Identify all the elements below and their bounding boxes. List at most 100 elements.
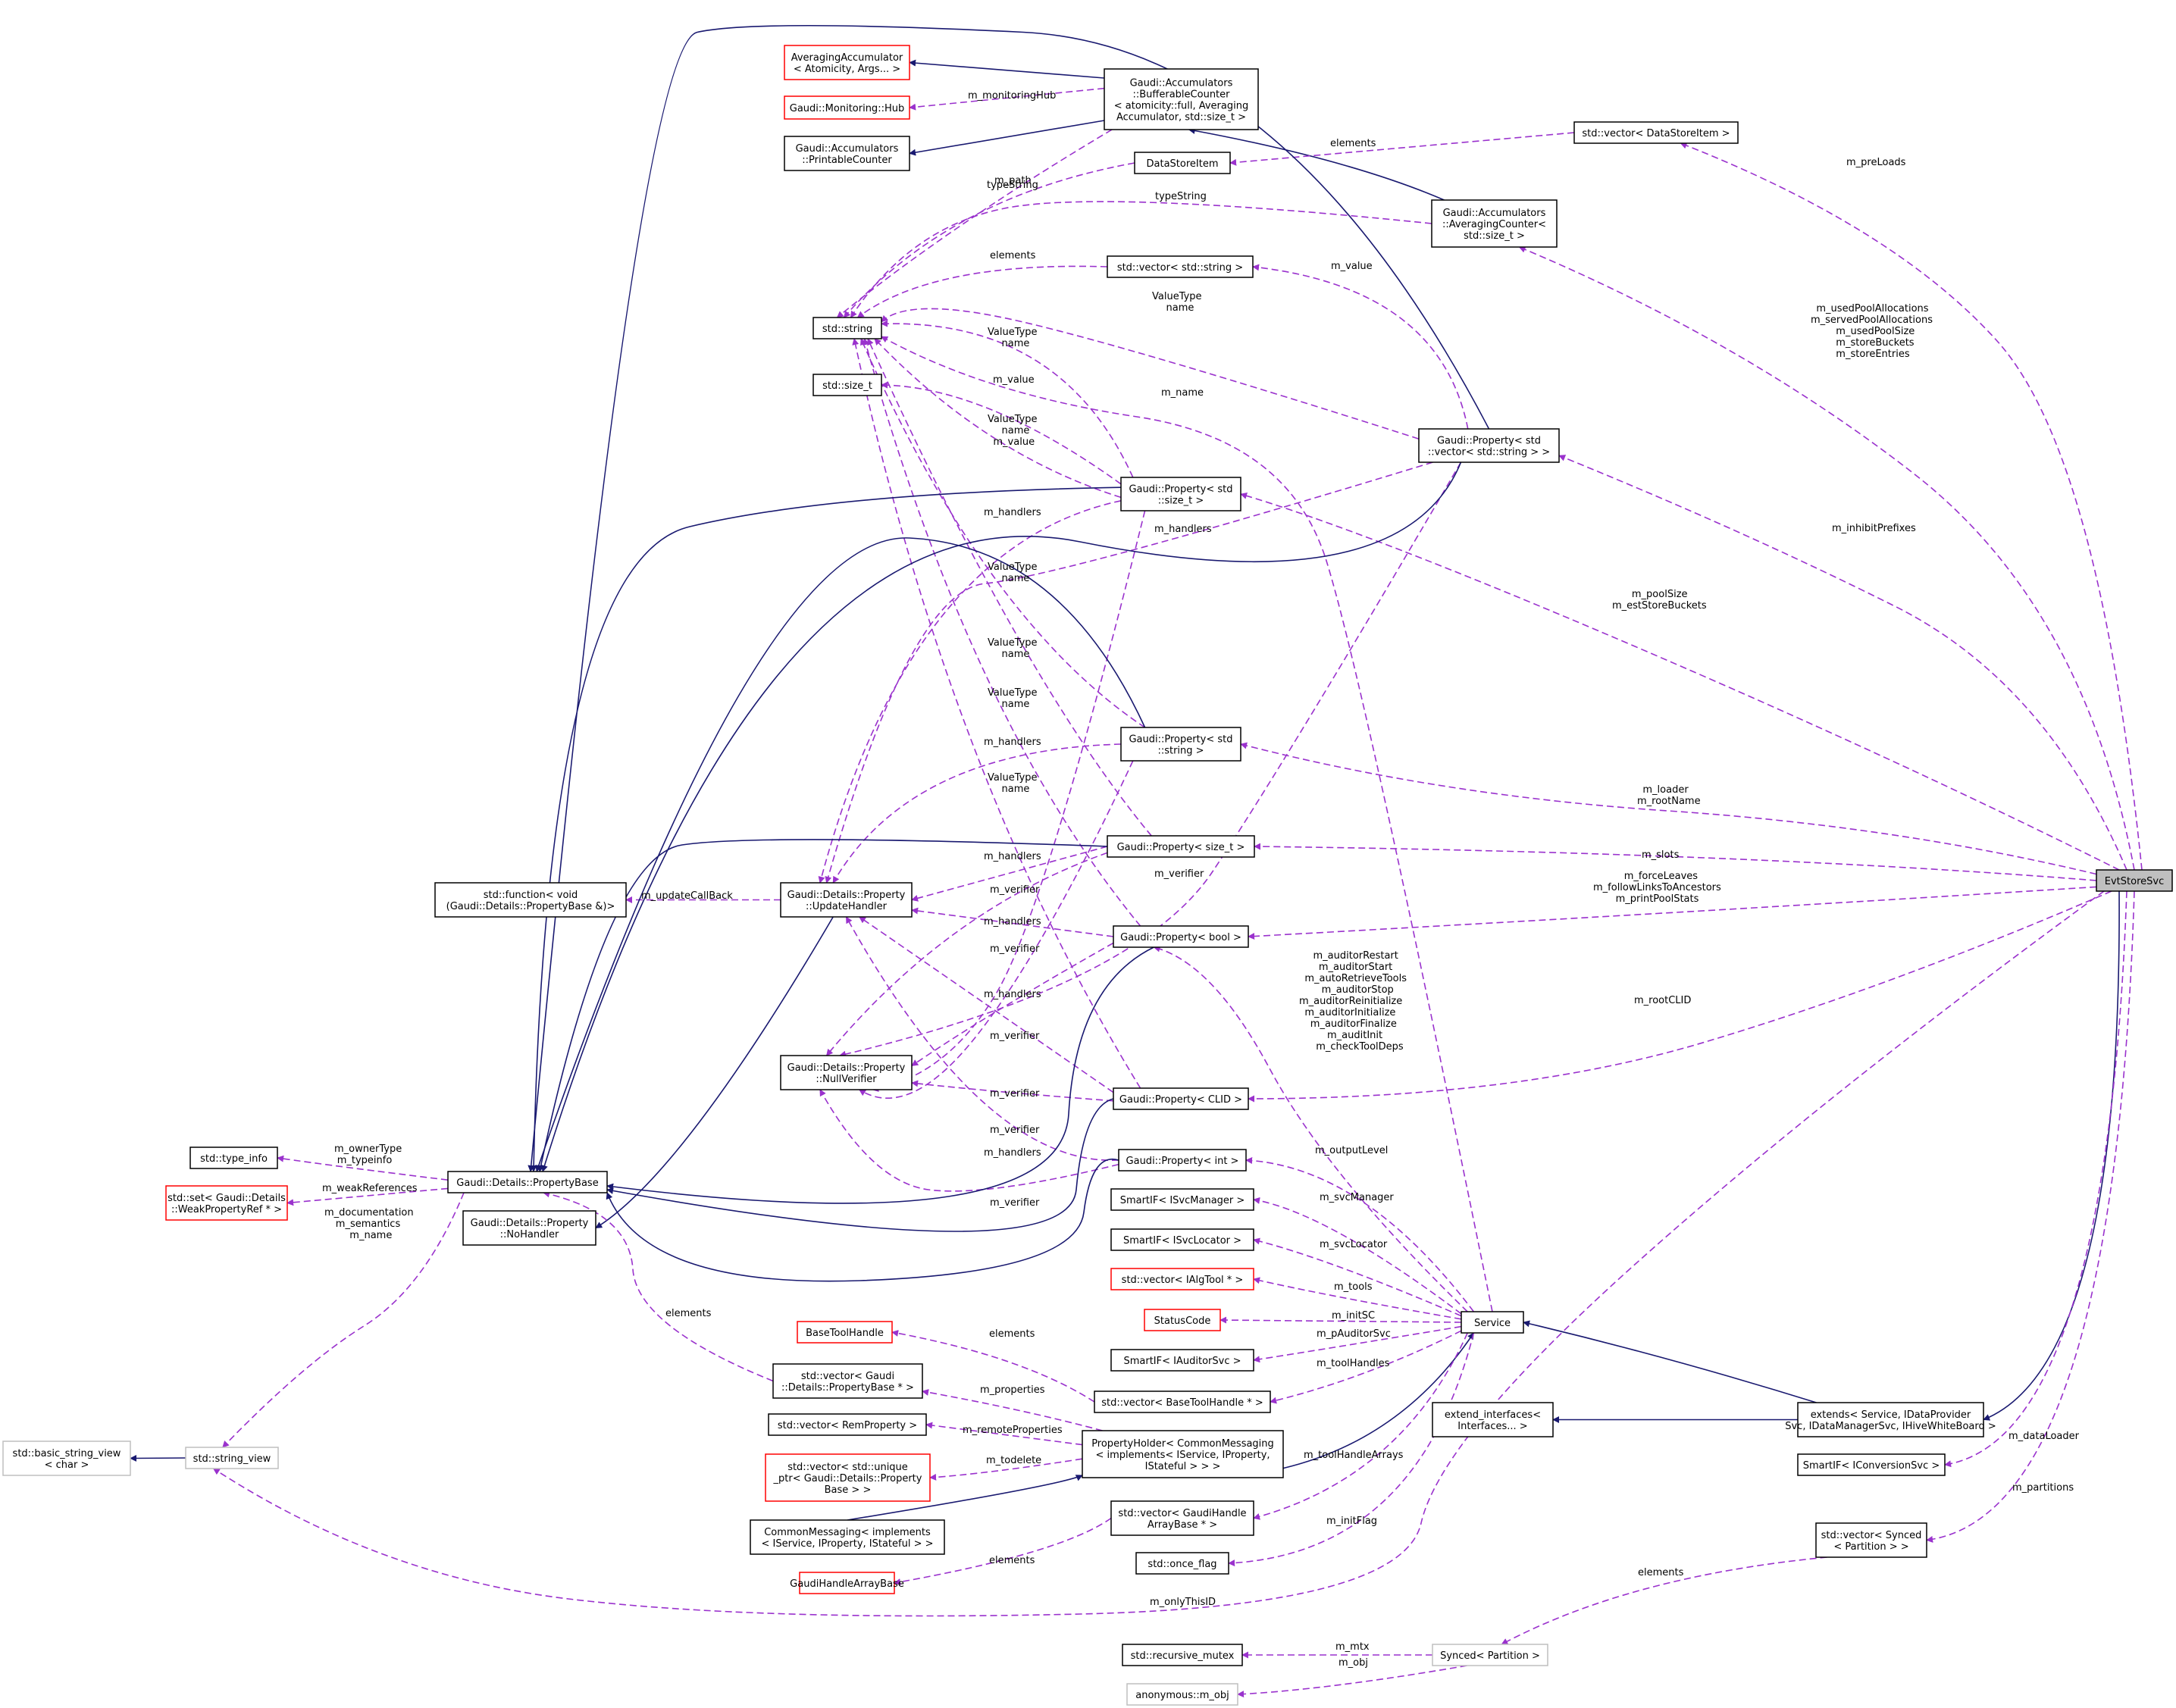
- class-name-line: GaudiHandleArrayBase: [790, 1578, 904, 1590]
- class-node-once-flag[interactable]: std::once_flag: [1135, 1552, 1229, 1575]
- class-node-null-verifier[interactable]: Gaudi::Details::Property::NullVerifier: [780, 1055, 913, 1090]
- class-name-line: Gaudi::Property< std: [1129, 734, 1232, 746]
- class-name-line: std::string_view: [193, 1453, 271, 1465]
- class-node-string-view[interactable]: std::string_view: [185, 1447, 279, 1469]
- class-node-vector-rem-property[interactable]: std::vector< RemProperty >: [768, 1413, 927, 1436]
- class-name-line: Gaudi::Accumulators: [796, 143, 899, 155]
- valuetype-name-pbool-usage-edge: [863, 338, 1141, 927]
- class-node-std-function[interactable]: std::function< void(Gaudi::Details::Prop…: [434, 882, 627, 918]
- edge-label-line: m_monitoringHub: [968, 90, 1056, 102]
- class-node-bufferable-counter[interactable]: Gaudi::Accumulators::BufferableCounter< …: [1104, 68, 1259, 130]
- class-node-evt-store-svc[interactable]: EvtStoreSvc: [2096, 869, 2173, 892]
- string-view-base-inheritance-edge: [130, 1454, 186, 1462]
- class-node-averaging-counter[interactable]: Gaudi::Accumulators::AveragingCounter<st…: [1431, 199, 1558, 248]
- class-node-property-bool[interactable]: Gaudi::Property< bool >: [1113, 925, 1249, 948]
- class-box: [434, 882, 627, 918]
- class-box: [2096, 869, 2173, 892]
- class-node-recursive-mutex[interactable]: std::recursive_mutex: [1122, 1644, 1243, 1666]
- class-node-std-size-t[interactable]: std::size_t: [812, 374, 882, 396]
- class-node-monitoring-hub[interactable]: Gaudi::Monitoring::Hub: [784, 95, 910, 120]
- class-node-synced-partition[interactable]: Synced< Partition >: [1432, 1644, 1548, 1666]
- edge-label-line: m_toolHandles: [1317, 1358, 1390, 1369]
- class-node-property-vector-string[interactable]: Gaudi::Property< std::vector< std::strin…: [1418, 428, 1560, 463]
- class-node-vector-unique-ptr[interactable]: std::vector< std::unique_ptr< Gaudi::Det…: [765, 1453, 931, 1502]
- edge-label-line: m_verifier: [990, 1125, 1040, 1136]
- class-node-smartif-svc-manager[interactable]: SmartIF< ISvcManager >: [1110, 1188, 1254, 1211]
- class-node-common-messaging[interactable]: CommonMessaging< implements< IService, I…: [750, 1519, 945, 1555]
- class-node-set-weak-ref[interactable]: std::set< Gaudi::Details::WeakPropertyRe…: [165, 1185, 288, 1221]
- class-node-data-store-item[interactable]: DataStoreItem: [1134, 152, 1231, 174]
- edge-label-line: m_inhibitPrefixes: [1832, 523, 1916, 534]
- edge-label-m-path: m_path: [994, 175, 1032, 186]
- base-to-psize-inheritance-edge: [537, 839, 1108, 1172]
- class-node-property-std-size-t[interactable]: Gaudi::Property< std::size_t >: [1120, 477, 1241, 511]
- class-node-vector-property-base[interactable]: std::vector< Gaudi::Details::PropertyBas…: [772, 1363, 923, 1399]
- class-node-extend-interfaces[interactable]: extend_interfaces<Interfaces... >: [1432, 1402, 1554, 1437]
- class-name-line: ::WeakPropertyRef * >: [171, 1204, 282, 1215]
- class-node-vector-data-store-item[interactable]: std::vector< DataStoreItem >: [1573, 121, 1739, 144]
- pre-loads-usage-edge: [1680, 142, 2143, 871]
- pool-size-usage-edge: [1240, 492, 2120, 871]
- class-node-smartif-auditor-svc[interactable]: SmartIF< IAuditorSvc >: [1110, 1349, 1254, 1372]
- class-node-std-string[interactable]: std::string: [812, 317, 882, 339]
- class-name-line: EvtStoreSvc: [2105, 876, 2164, 887]
- class-node-no-handler[interactable]: Gaudi::Details::Property::NoHandler: [462, 1210, 596, 1246]
- m-verifier-pclid-usage-edge: [911, 1080, 1114, 1102]
- edge-label-line: m_storeEntries: [1836, 349, 1910, 360]
- class-node-smartif-conversion-svc[interactable]: SmartIF< IConversionSvc >: [1797, 1453, 1946, 1476]
- class-node-property-size-t[interactable]: Gaudi::Property< size_t >: [1107, 835, 1255, 858]
- class-name-line: ::NullVerifier: [816, 1074, 877, 1085]
- class-node-property-base[interactable]: Gaudi::Details::PropertyBase: [447, 1171, 608, 1193]
- class-node-vector-base-tool-handle[interactable]: std::vector< BaseToolHandle * >: [1094, 1390, 1271, 1413]
- edge-label-m-value-st: m_value: [993, 374, 1035, 386]
- class-node-vector-ialgtool[interactable]: std::vector< IAlgTool * >: [1110, 1268, 1254, 1290]
- class-node-vector-string[interactable]: std::vector< std::string >: [1107, 255, 1254, 278]
- class-box: [812, 374, 882, 396]
- class-node-property-clid[interactable]: Gaudi::Property< CLID >: [1113, 1087, 1249, 1110]
- class-name-line: < implements< IService, IProperty,: [1095, 1450, 1270, 1461]
- class-node-base-tool-handle[interactable]: BaseToolHandle: [797, 1321, 893, 1344]
- m-documentation-usage-edge: [222, 1192, 465, 1448]
- class-name-line: std::vector< BaseToolHandle * >: [1101, 1397, 1263, 1409]
- class-box: [462, 1210, 596, 1246]
- class-node-smartif-svc-locator[interactable]: SmartIF< ISvcLocator >: [1110, 1228, 1254, 1251]
- edge-label-line: m_forceLeaves: [1624, 871, 1699, 882]
- class-node-vector-gaudi-handle-array[interactable]: std::vector< GaudiHandleArrayBase * >: [1110, 1500, 1254, 1536]
- class-node-property-holder[interactable]: PropertyHolder< CommonMessaging< impleme…: [1082, 1430, 1284, 1478]
- class-node-property-std-string[interactable]: Gaudi::Property< std::string >: [1120, 727, 1241, 762]
- m-weak-references-usage-edge: [286, 1187, 449, 1206]
- edge-label-line: ValueType: [988, 414, 1038, 425]
- class-name-line: ::AveragingCounter<: [1442, 219, 1546, 230]
- holder-to-service-inheritance-edge: [1282, 1332, 1475, 1469]
- class-name-line: Base > >: [825, 1484, 872, 1496]
- class-node-basic-string-view[interactable]: std::basic_string_view< char >: [2, 1441, 131, 1476]
- init-flag-usage-edge: [1228, 1332, 1475, 1567]
- edge-label-m-obj: m_obj: [1338, 1657, 1368, 1669]
- node-layer: AveragingAccumulator< Atomicity, Args...…: [2, 45, 2173, 1706]
- class-node-property-int[interactable]: Gaudi::Property< int >: [1118, 1149, 1247, 1172]
- class-node-gaudi-handle-array-base[interactable]: GaudiHandleArrayBase: [790, 1572, 904, 1594]
- class-name-line: std::vector< std::string >: [1117, 262, 1243, 274]
- edge-label-m-handlers-7: m_handlers: [984, 1147, 1041, 1159]
- class-node-anonymous-m-obj[interactable]: anonymous::m_obj: [1126, 1683, 1238, 1706]
- class-node-vector-synced-partition[interactable]: std::vector< Synced< Partition > >: [1815, 1522, 1927, 1558]
- class-node-printable-counter[interactable]: Gaudi::Accumulators::PrintableCounter: [784, 136, 910, 171]
- class-node-averaging-accumulator[interactable]: AveragingAccumulator< Atomicity, Args...…: [784, 45, 910, 80]
- edge-label-line: m_handlers: [984, 1147, 1041, 1159]
- m-handlers-pbool-usage-edge: [911, 907, 1114, 937]
- class-box: [1113, 1087, 1249, 1110]
- edge-label-m-verifier-3: m_verifier: [990, 1031, 1040, 1042]
- edge-label-m-handlers-1: m_handlers: [984, 507, 1041, 518]
- edge-label-line: name: [1002, 338, 1030, 349]
- class-node-type-info[interactable]: std::type_info: [189, 1146, 278, 1169]
- edge-label-line: m_name: [1161, 387, 1204, 399]
- class-name-line: Gaudi::Details::Property: [787, 890, 906, 901]
- class-box: [1113, 925, 1249, 948]
- edge-label-m-svcLocator: m_svcLocator: [1320, 1239, 1388, 1250]
- class-node-update-handler[interactable]: Gaudi::Details::Property::UpdateHandler: [780, 882, 913, 918]
- class-box: [1107, 255, 1254, 278]
- class-node-status-code[interactable]: StatusCode: [1144, 1309, 1221, 1331]
- class-node-service[interactable]: Service: [1461, 1311, 1524, 1334]
